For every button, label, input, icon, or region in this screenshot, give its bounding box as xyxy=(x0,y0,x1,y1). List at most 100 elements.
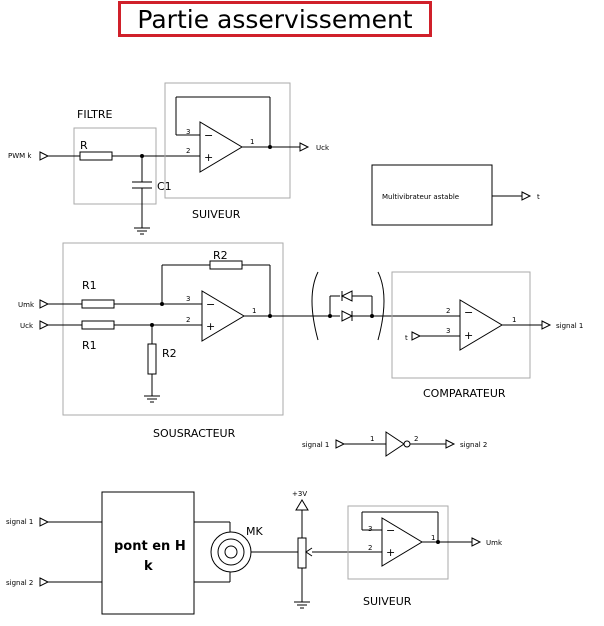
ground-icon xyxy=(134,227,150,235)
umk-input-label: Umk xyxy=(18,301,35,309)
svg-text:3: 3 xyxy=(368,525,372,533)
sousracteur-section: Umk Uck R1 R1 R2 R2 − + 3 xyxy=(18,242,340,440)
sousracteur-box xyxy=(62,242,284,416)
opamp-icon xyxy=(201,290,245,342)
svg-text:1: 1 xyxy=(252,307,256,315)
sousracteur-label: SOUSRACTEUR xyxy=(153,427,236,440)
svg-text:−: − xyxy=(464,306,473,319)
input-arrow-icon xyxy=(411,331,422,341)
uck-output-label: Uck xyxy=(316,144,330,152)
svg-text:2: 2 xyxy=(446,307,450,315)
potentiometer-section: +3V xyxy=(280,490,382,609)
input-arrow-icon xyxy=(39,320,50,330)
svg-text:1: 1 xyxy=(512,316,516,324)
t-output-label: t xyxy=(537,193,540,201)
inverter-section: signal 1 1 2 signal 2 xyxy=(302,431,487,457)
resistor-r2 xyxy=(209,260,243,270)
comparateur-label: COMPARATEUR xyxy=(423,387,506,400)
suiveur-label-bottom: SUIVEUR xyxy=(363,595,412,608)
ground-icon xyxy=(144,395,160,403)
r1-label-top: R1 xyxy=(82,279,97,292)
svg-text:3: 3 xyxy=(186,128,190,136)
signal1-pont-label: signal 1 xyxy=(6,518,33,526)
svg-text:3: 3 xyxy=(446,327,450,335)
resistor-r xyxy=(79,151,113,161)
plus3v-label: +3V xyxy=(292,490,307,498)
svg-text:−: − xyxy=(206,298,215,311)
signal2-inv-output-label: signal 2 xyxy=(460,441,487,449)
svg-text:+: + xyxy=(464,329,473,342)
signal1-output-label: signal 1 xyxy=(556,322,583,330)
pont-label-1: pont en H xyxy=(114,539,186,554)
comparateur-section: − + 2 3 1 t signal 1 COMPARATEUR xyxy=(391,271,583,400)
wiper-arrow-icon xyxy=(305,547,313,557)
t-input-label: t xyxy=(405,334,408,342)
supply-arrow-icon xyxy=(295,499,309,511)
svg-text:+: + xyxy=(204,151,213,164)
filtre-section: FILTRE PWM k R C1 xyxy=(8,108,200,235)
mk-label: MK xyxy=(246,525,263,538)
svg-text:3: 3 xyxy=(186,295,190,303)
suiveur-top: − + 3 2 1 Uck SUIVEUR xyxy=(164,82,330,221)
signal1-inv-input-label: signal 1 xyxy=(302,441,329,449)
inverter-icon xyxy=(385,431,405,457)
diode-icon xyxy=(340,290,353,302)
uck-input-label: Uck xyxy=(20,322,34,330)
r-label: R xyxy=(80,139,88,152)
output-arrow-icon xyxy=(541,320,552,330)
svg-text:1: 1 xyxy=(370,435,374,443)
page-title: Partie asservissement xyxy=(137,4,413,34)
svg-text:2: 2 xyxy=(186,316,190,324)
multivibrateur-label: Multivibrateur astable xyxy=(382,193,459,201)
bracket-left xyxy=(311,271,319,341)
svg-text:2: 2 xyxy=(368,544,372,552)
svg-text:1: 1 xyxy=(431,534,435,542)
pwm-label: PWM k xyxy=(8,152,32,160)
svg-text:1: 1 xyxy=(250,138,254,146)
filtre-box xyxy=(73,127,157,205)
resistor-r2 xyxy=(147,343,157,375)
output-arrow-icon xyxy=(445,439,456,449)
r2-label-top: R2 xyxy=(213,249,228,262)
umk-output-label: Umk xyxy=(486,539,503,547)
r2-label-bottom: R2 xyxy=(162,347,177,360)
diode-pair xyxy=(311,271,460,341)
opamp-icon xyxy=(381,517,423,567)
r1-label-bottom: R1 xyxy=(82,339,97,352)
multivibrateur-box xyxy=(371,164,493,226)
diode-icon xyxy=(341,310,354,322)
suiveur-label-top: SUIVEUR xyxy=(192,208,241,221)
multivibrateur-block: Multivibrateur astable t xyxy=(371,164,540,226)
svg-text:−: − xyxy=(386,524,395,537)
output-arrow-icon xyxy=(471,537,482,547)
motor-icon xyxy=(210,531,252,573)
output-arrow-icon xyxy=(521,191,532,201)
input-arrow-icon xyxy=(39,517,50,527)
resistor-r1 xyxy=(81,299,115,309)
opamp-icon xyxy=(459,299,503,351)
svg-text:+: + xyxy=(386,546,395,559)
potentiometer xyxy=(297,537,307,569)
signal2-pont-label: signal 2 xyxy=(6,579,33,587)
suiveur-bottom: − + 3 2 1 Umk SUIVEUR xyxy=(347,505,503,608)
output-arrow-icon xyxy=(299,142,310,152)
ground-icon xyxy=(294,601,310,609)
opamp-icon xyxy=(199,121,243,173)
svg-text:+: + xyxy=(206,320,215,333)
pont-section: signal 1 signal 2 pont en H k MK xyxy=(6,491,280,615)
c1-label: C1 xyxy=(157,180,172,193)
svg-text:2: 2 xyxy=(414,435,418,443)
suiveur-top-box xyxy=(164,82,291,199)
input-arrow-icon xyxy=(39,577,50,587)
filtre-label: FILTRE xyxy=(77,108,113,121)
input-arrow-icon xyxy=(39,299,50,309)
pont-box xyxy=(101,491,195,615)
pwm-arrow-icon xyxy=(39,151,50,161)
pont-label-2: k xyxy=(144,559,153,574)
input-arrow-icon xyxy=(335,439,346,449)
svg-text:−: − xyxy=(204,129,213,142)
bracket-right xyxy=(377,271,385,341)
svg-text:2: 2 xyxy=(186,147,190,155)
title-box: Partie asservissement xyxy=(118,1,432,37)
